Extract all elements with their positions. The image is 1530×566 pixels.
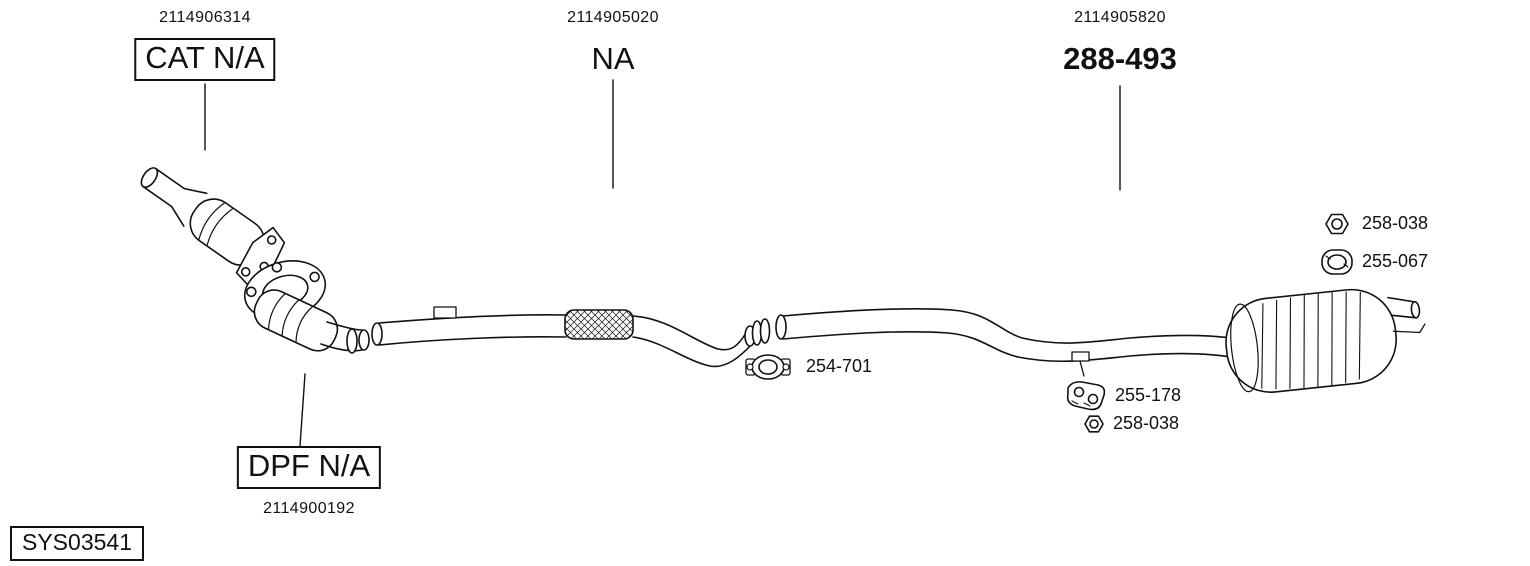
callout-clamp-mid: 254-701 bbox=[806, 356, 873, 376]
nut-icon bbox=[1084, 415, 1104, 433]
muffler-drawing bbox=[1225, 288, 1426, 393]
system-id: SYS03541 bbox=[22, 529, 132, 555]
rubber-hanger-icon bbox=[1066, 381, 1106, 411]
rear-section-label: 288-493 bbox=[1063, 41, 1177, 76]
na-label: NA bbox=[591, 41, 635, 76]
callout-hanger-rear: 255-178 bbox=[1115, 385, 1182, 405]
part-number-dpf: 2114900192 bbox=[263, 500, 355, 517]
front-pipe-drawing bbox=[371, 306, 771, 368]
cat-label-box: CAT N/A bbox=[134, 38, 276, 82]
cat-label: CAT N/A bbox=[145, 40, 265, 75]
dpf-label: DPF N/A bbox=[247, 448, 371, 483]
rear-pipe-drawing bbox=[775, 308, 1233, 377]
pipe-bracket-icon bbox=[1321, 249, 1353, 275]
leader-lines bbox=[204, 79, 1121, 447]
pipe-clamp-icon bbox=[745, 354, 791, 380]
part-number-rear: 2114905820 bbox=[1074, 9, 1166, 26]
dpf-body-drawing bbox=[253, 289, 339, 352]
part-number-front-pipe: 2114905020 bbox=[567, 9, 659, 26]
dpf-outlet-elbow bbox=[320, 321, 370, 354]
callout-bracket-right: 255-067 bbox=[1362, 251, 1429, 271]
flex-braid-section bbox=[564, 309, 634, 340]
system-id-box: SYS03541 bbox=[10, 526, 144, 562]
part-number-cat: 2114906314 bbox=[159, 9, 251, 26]
leader-line-dpf bbox=[299, 373, 306, 447]
callout-nut-rear: 258-038 bbox=[1113, 413, 1180, 433]
callout-nut-top-right: 258-038 bbox=[1362, 213, 1429, 233]
nut-icon bbox=[1325, 213, 1349, 235]
joint-flange-ring bbox=[759, 318, 771, 344]
tailpipe-drawing bbox=[1387, 296, 1426, 334]
pipe-bracket bbox=[433, 306, 457, 319]
hanger-bracket bbox=[1071, 351, 1090, 362]
dpf-label-box: DPF N/A bbox=[236, 446, 382, 490]
catalytic-converter-drawing bbox=[140, 167, 286, 288]
